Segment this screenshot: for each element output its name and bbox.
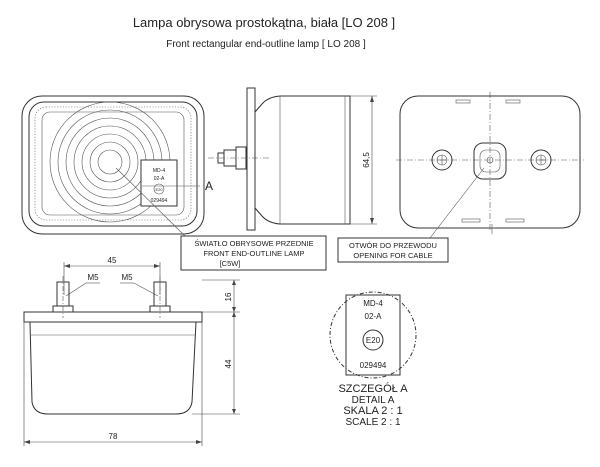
dim-16-label: 16 — [224, 292, 233, 301]
stud-left-label: M5 — [87, 273, 99, 282]
cable-label-box: OTWÓR DO PRZEWODU OPENING FOR CABLE — [337, 237, 449, 263]
detail-caption-line-3: SKALA 2 : 1 — [343, 405, 402, 417]
bottom-view-housing — [29, 321, 197, 415]
rear-left-mounting-hole — [431, 149, 453, 171]
front-approval-mark — [153, 183, 165, 195]
cable-label-line-1: OTWÓR DO PRZEWODU — [349, 241, 437, 250]
bottom-view: 45 M5 M5 16 44 — [23, 256, 240, 446]
detail-marking-line-1: MD-4 — [363, 299, 383, 308]
detail-letter: A — [205, 179, 213, 193]
rear-cable-opening — [473, 142, 507, 180]
detail-marking-pad — [345, 294, 401, 376]
height-dimension-label: 64,5 — [362, 152, 371, 168]
detail-approval-mark — [362, 329, 384, 351]
cable-leader-line — [429, 167, 485, 239]
dim-44-label: 44 — [224, 359, 233, 368]
front-marking-line-2: 02-A — [154, 176, 165, 182]
left-stud — [52, 276, 74, 318]
rear-view — [396, 92, 584, 239]
rear-right-mounting-hole — [530, 149, 552, 171]
side-view-housing — [254, 95, 351, 225]
dim-78-label: 78 — [109, 432, 118, 441]
lamp-label-line-3: [C5W] — [220, 259, 241, 268]
lamp-leader-line — [115, 167, 186, 237]
lamp-label-line-1: ŚWIATŁO OBRYSOWE PRZEDNIE — [194, 239, 313, 248]
detail-caption-line-2: DETAIL A — [352, 395, 395, 406]
title-polish: Lampa obrysowa prostokątna, biała [LO 20… — [133, 15, 395, 30]
front-view-lens-border — [34, 106, 192, 221]
front-approval-number: 029494 — [151, 198, 168, 204]
title-english: Front rectangular end-outline lamp [ LO … — [166, 39, 366, 50]
detail-caption-line-1: SZCZEGÓŁ A — [338, 382, 408, 395]
lamp-label-box: ŚWIATŁO OBRYSOWE PRZEDNIE FRONT END-OUTL… — [180, 235, 327, 271]
front-view: MD-4 02-A E20 029494 A — [21, 95, 213, 237]
front-marking-line-1: MD-4 — [153, 168, 165, 174]
front-view-lens — [41, 111, 185, 216]
stud-right-label: M5 — [121, 273, 133, 282]
bottom-view-base-plate — [23, 311, 203, 323]
side-view-base-plate — [246, 87, 256, 231]
front-view-outer-body — [21, 95, 205, 235]
detail-a: MD-4 02-A E20 029494 SZCZEGÓŁ A DETAIL A… — [329, 291, 417, 428]
lamp-label-line-2: FRONT END-OUTLINE LAMP — [203, 249, 304, 258]
detail-marking-line-2: 02-A — [365, 312, 383, 321]
dim-45-label: 45 — [108, 256, 117, 265]
detail-approval-number: 029494 — [360, 361, 387, 370]
cable-label-line-2: OPENING FOR CABLE — [353, 251, 432, 260]
detail-outer-circle — [329, 291, 417, 379]
detail-caption-line-4: SCALE 2 : 1 — [345, 417, 400, 428]
front-approval-code: E20 — [155, 187, 163, 192]
side-view: 64,5 — [208, 87, 377, 231]
detail-approval-code: E20 — [366, 336, 381, 345]
